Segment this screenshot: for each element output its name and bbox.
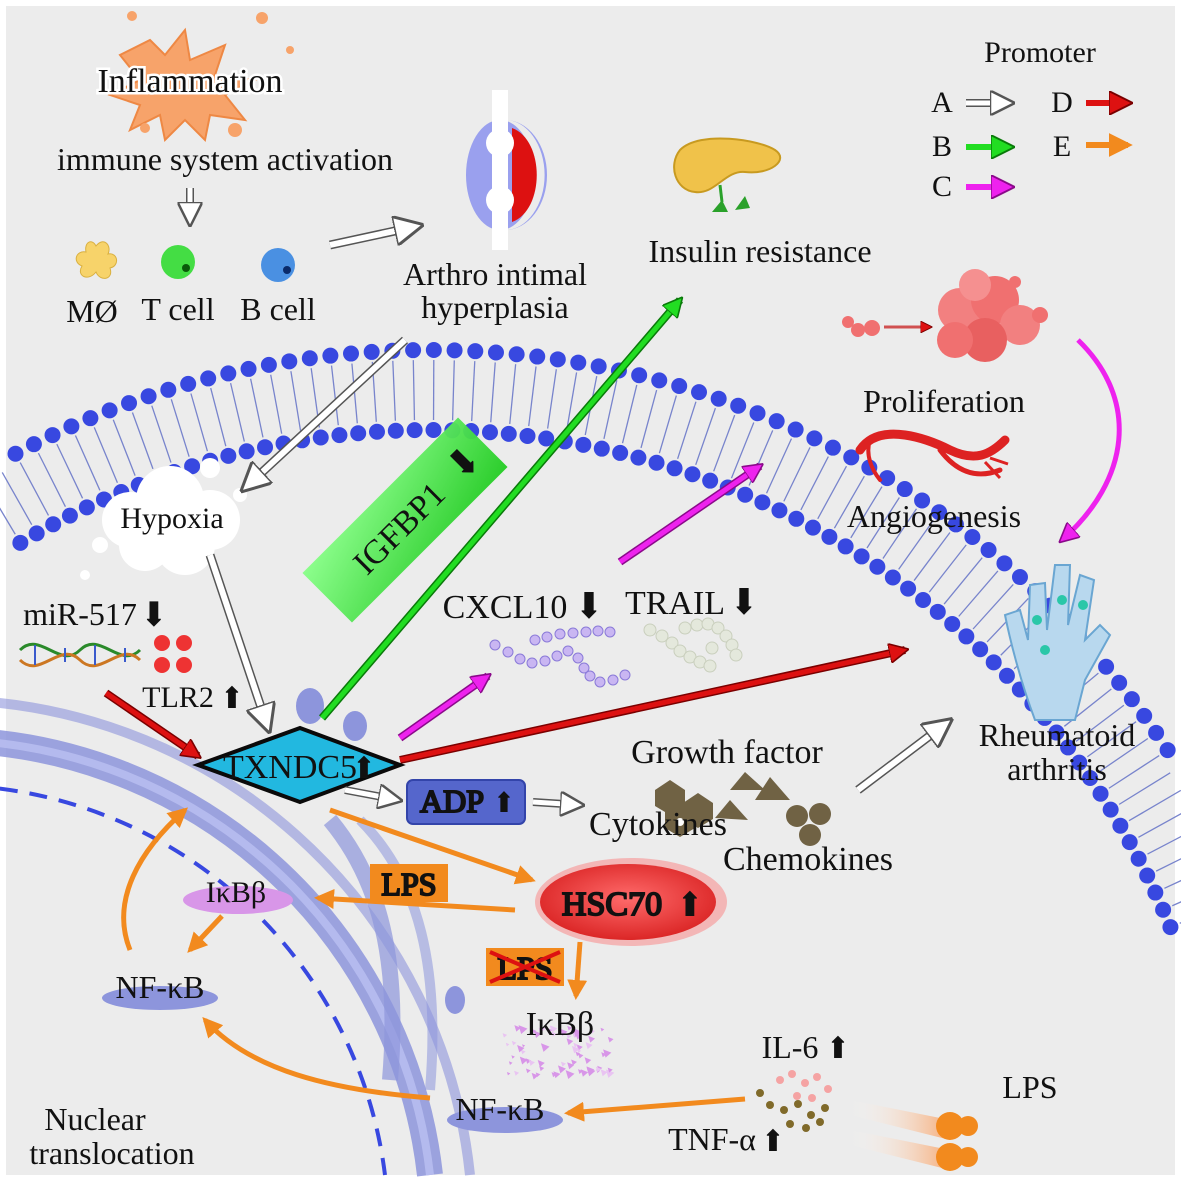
hsc70-node: HSC70 ⬆ [535, 858, 727, 946]
tlr2-label: TLR2 [142, 681, 214, 714]
lps-box-label: LPS [381, 866, 436, 902]
adp-up-arrow-icon: ⬆ [492, 788, 515, 819]
t-cell-icon [161, 245, 195, 279]
hsc70-label: HSC70 [562, 886, 662, 923]
legend-letter-C: C [932, 170, 952, 203]
tnfa-up-arrow-icon: ⬆ [760, 1125, 785, 1158]
mir517-down-arrow-icon: ⬇ [140, 597, 169, 634]
trail-down-arrow-icon: ⬇ [729, 582, 759, 622]
txndc5-up-arrow-icon: ⬆ [351, 752, 376, 785]
b-cell-label: B cell [240, 291, 316, 327]
legend-letter-B: B [932, 130, 952, 163]
b-cell-icon [261, 248, 295, 282]
immune-activation-label: immune system activation [57, 141, 393, 177]
arrow-adp-to-cytokines [533, 802, 580, 805]
nfkb-left-node: NF-κB [102, 969, 218, 1010]
txndc5-label: TXNDC5 [223, 749, 357, 786]
ikbb-left-label: IκBβ [206, 876, 266, 909]
legend-letter-D: D [1051, 86, 1073, 119]
nfkb-left-label: NF-κB [115, 969, 204, 1005]
chemokines-label: Chemokines [723, 841, 893, 878]
cytokines-label: Cytokines [589, 806, 727, 843]
il6-label: IL-6 [762, 1029, 819, 1065]
arthro-label-line1: Arthro intimal [403, 256, 587, 292]
legend-letter-A: A [931, 86, 953, 119]
nuclear-label-line1: Nuclear [44, 1101, 146, 1137]
macrophage-label: MØ [66, 293, 118, 329]
il6-up-arrow-icon: ⬆ [825, 1032, 850, 1065]
lps-box: LPS [370, 864, 448, 902]
hsc70-up-arrow-icon: ⬆ [676, 887, 705, 924]
trail-label: TRAIL [625, 585, 725, 622]
proliferation-label: Proliferation [863, 383, 1025, 419]
ra-label-line2: arthritis [1007, 751, 1107, 787]
t-cell-label: T cell [141, 291, 214, 327]
tlr2-up-arrow-icon: ⬆ [219, 682, 244, 715]
ra-label-line1: Rheumatoid [979, 717, 1135, 753]
adp-label: ADP [420, 783, 484, 819]
legend-letter-E: E [1053, 130, 1071, 163]
angiogenesis-label: Angiogenesis [847, 498, 1021, 534]
tnfa-label: TNF-α [668, 1121, 756, 1157]
lps-right-label: LPS [1002, 1069, 1057, 1105]
cxcl10-label: CXCL10 [443, 589, 568, 626]
mir517-label: miR-517 [23, 596, 137, 632]
adp-box: ADP ⬆ [407, 780, 525, 824]
nfkb-bottom-label: NF-κB [455, 1091, 544, 1127]
insulin-resistance-label: Insulin resistance [648, 233, 871, 269]
inflammation-label: Inflammation [97, 63, 282, 100]
growth-factor-label: Growth factor [631, 734, 823, 771]
hypoxia-label: Hypoxia [120, 502, 223, 535]
cxcl10-down-arrow-icon: ⬇ [574, 586, 604, 626]
lps-crossed-box: LPS [486, 948, 564, 986]
arthro-label-line2: hyperplasia [421, 289, 569, 325]
legend-title: Promoter [984, 36, 1096, 69]
nuclear-label-line2: translocation [29, 1135, 194, 1171]
ikbb-lower-label: IκBβ [526, 1006, 594, 1043]
